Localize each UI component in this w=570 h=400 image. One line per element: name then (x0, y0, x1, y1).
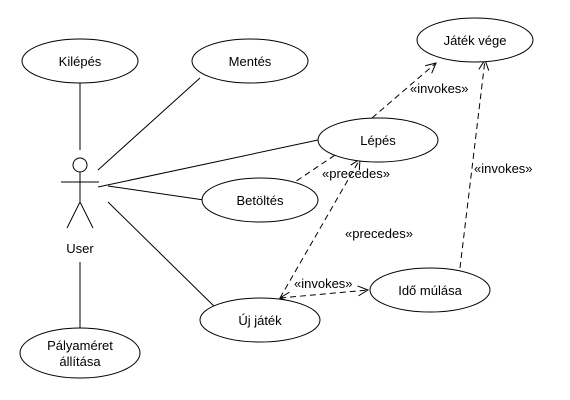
use-case-mentes[interactable] (191, 38, 309, 84)
use-case-lepes-label: Lépés (360, 133, 396, 148)
assoc-betoltes (107, 185, 205, 201)
actor-right-leg (79, 201, 94, 229)
actor-left-leg (66, 201, 81, 229)
use-case-ido-mulasa[interactable] (369, 267, 491, 313)
use-case-palyameret-label-line1: Pályaméret (47, 338, 113, 353)
use-case-palyameret[interactable] (19, 327, 141, 379)
use-case-kilepes-label: Kilépés (59, 54, 102, 69)
stereotype-uj-to-lepes: «precedes» (345, 226, 413, 241)
use-case-lepes[interactable] (317, 117, 439, 163)
use-case-mentes-label: Mentés (229, 54, 272, 69)
stereotype-uj-to-ido: «invokes» (294, 276, 353, 291)
dep-uj-to-ido (280, 290, 368, 298)
use-case-palyameret-label-line2: állítása (59, 354, 101, 369)
actor-head (72, 157, 88, 173)
use-case-uj-jatek[interactable] (199, 297, 321, 343)
stereotype-betoltes-to-lepes: «precedes» (322, 166, 390, 181)
dep-lepes-to-jatek-vege (371, 63, 436, 119)
dep-uj-to-lepes (279, 159, 360, 299)
use-case-betoltes[interactable] (201, 177, 319, 223)
stereotype-ido-to-vege: «invokes» (474, 161, 533, 176)
stereotype-lepes-to-vege: «invokes» (410, 81, 469, 96)
use-case-uj-jatek-label: Új játék (238, 313, 282, 328)
use-case-jatek-vege-label: Játék vége (444, 33, 507, 48)
assoc-mentes (97, 77, 201, 171)
assoc-lepes (97, 139, 319, 188)
use-case-jatek-vege[interactable] (416, 17, 534, 63)
use-case-kilepes[interactable] (21, 38, 139, 84)
actor-user[interactable] (61, 157, 99, 229)
use-case-ido-mulasa-label: Idő múlása (398, 283, 462, 298)
actor-label: User (66, 241, 94, 256)
dep-ido-to-jatek-vege (459, 60, 485, 269)
use-case-betoltes-label: Betöltés (237, 193, 284, 208)
assoc-uj-jatek (107, 201, 223, 315)
